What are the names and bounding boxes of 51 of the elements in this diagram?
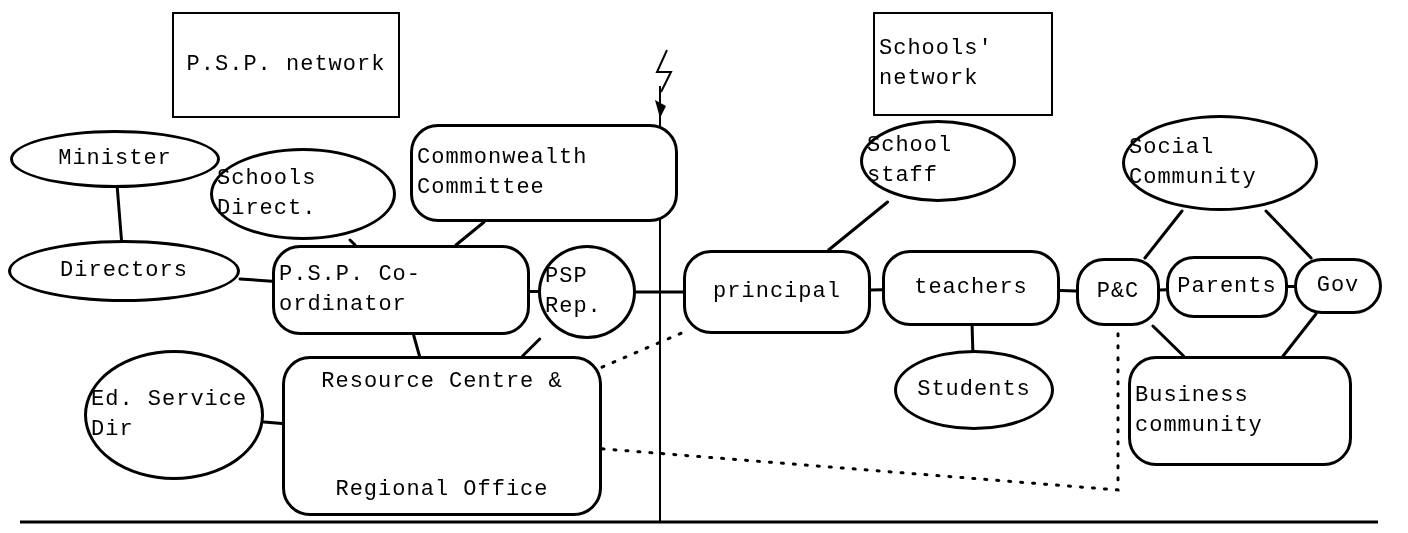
connector-line: [1151, 324, 1186, 358]
rounded-node: [410, 124, 678, 222]
node-label: P&C: [1096, 278, 1140, 306]
connector-line: [528, 289, 540, 293]
network-heading-box: [172, 12, 400, 118]
rounded-node: [683, 250, 871, 334]
rounded-node: [882, 250, 1060, 326]
node-label: Directors: [60, 257, 188, 285]
node-label: Business community: [1135, 382, 1264, 440]
node-label: teachers: [914, 274, 1028, 302]
rounded-node: [1166, 256, 1288, 318]
node-label: School staff: [867, 132, 954, 190]
node-label: Regional Office: [335, 476, 549, 504]
dotted-connector: [600, 330, 685, 369]
node-label: Commonwealth Committee: [417, 144, 589, 202]
connector-line: [827, 200, 890, 252]
network-heading-box: [873, 12, 1053, 116]
node-label: Social Community: [1129, 134, 1258, 192]
node-label: PSP Rep.: [545, 263, 603, 321]
node-label: P.S.P. network: [186, 51, 386, 79]
connector-line: [412, 333, 421, 358]
connector-line: [454, 220, 486, 247]
connector-line: [238, 277, 274, 283]
connector-line: [348, 238, 357, 247]
node-label: Schools Direct.: [217, 165, 318, 223]
connector-line: [1264, 209, 1313, 260]
node-label: Gov: [1316, 272, 1360, 300]
connector-line: [634, 290, 685, 294]
node-label: Resource Centre &: [321, 368, 563, 396]
connector-line: [1286, 284, 1296, 288]
rounded-node: [282, 356, 602, 516]
connector-line: [521, 337, 542, 358]
connector-line: [869, 288, 884, 292]
rounded-node: [272, 245, 530, 335]
node-label: principal: [713, 278, 841, 306]
rounded-node: [1076, 258, 1160, 326]
node-label: Ed. Service Dir: [91, 386, 249, 444]
connector-line: [115, 186, 123, 242]
rounded-node: [1128, 356, 1352, 466]
node-label: Students: [917, 376, 1031, 404]
node-label: Minister: [58, 145, 172, 173]
connector-line: [1058, 288, 1078, 293]
connector-line: [1158, 288, 1168, 292]
node-label: P.S.P. Co-ordinator: [279, 261, 423, 319]
connector-line: [1281, 312, 1318, 358]
rounded-node: [1294, 258, 1382, 314]
connector-line: [970, 324, 975, 352]
node-label: Schools' network: [879, 35, 994, 93]
node-label: Parents: [1177, 273, 1277, 301]
connector-line: [1143, 209, 1184, 260]
connector-line: [262, 420, 284, 425]
